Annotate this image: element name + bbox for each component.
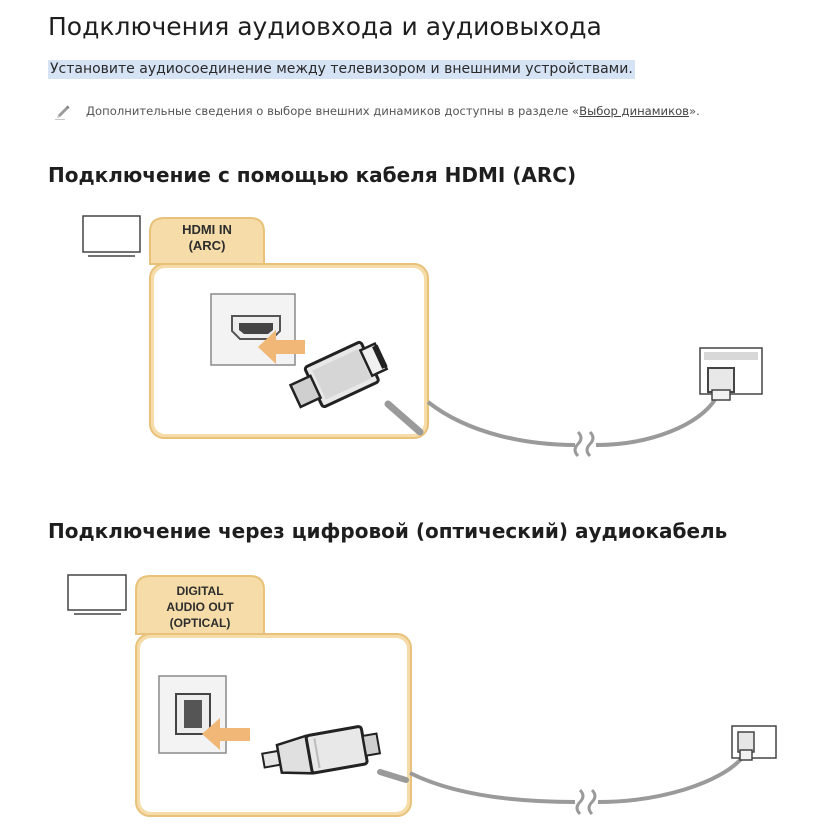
- hdmi-diagram: HDMI IN (ARC): [0, 200, 829, 480]
- hdmi-port-label-line1: HDMI IN: [182, 222, 232, 237]
- tv-icon: [82, 215, 141, 257]
- speaker-selection-link[interactable]: Выбор динамиков: [579, 104, 689, 118]
- note-text-after: ».: [689, 104, 700, 118]
- page-title: Подключения аудиовхода и аудиовыхода: [48, 12, 602, 41]
- page-subtitle: Установите аудиосоединение между телевиз…: [48, 60, 635, 79]
- hdmi-diagram-art: [82, 215, 763, 458]
- optical-port-label-line2: AUDIO OUT: [166, 600, 234, 614]
- hdmi-port-label-line2: (ARC): [188, 238, 226, 253]
- optical-diagram: DIGITAL AUDIO OUT (OPTICAL): [0, 558, 829, 824]
- pencil-icon: [55, 105, 70, 120]
- note-text: Дополнительные сведения о выборе внешних…: [86, 104, 700, 118]
- note-text-before: Дополнительные сведения о выборе внешних…: [86, 104, 580, 118]
- info-note: Дополнительные сведения о выборе внешних…: [52, 100, 700, 122]
- tv-icon-optical: [67, 574, 127, 615]
- optical-port-label-line3: (OPTICAL): [169, 616, 231, 630]
- optical-diagram-art: [67, 574, 777, 817]
- hdmi-port-label: HDMI IN (ARC): [150, 222, 264, 254]
- optical-port-label-line1: DIGITAL: [176, 584, 224, 598]
- section-title-hdmi: Подключение с помощью кабеля HDMI (ARC): [48, 163, 577, 187]
- optical-port-label: DIGITAL AUDIO OUT (OPTICAL): [136, 583, 264, 631]
- section-title-optical: Подключение через цифровой (оптический) …: [48, 519, 728, 543]
